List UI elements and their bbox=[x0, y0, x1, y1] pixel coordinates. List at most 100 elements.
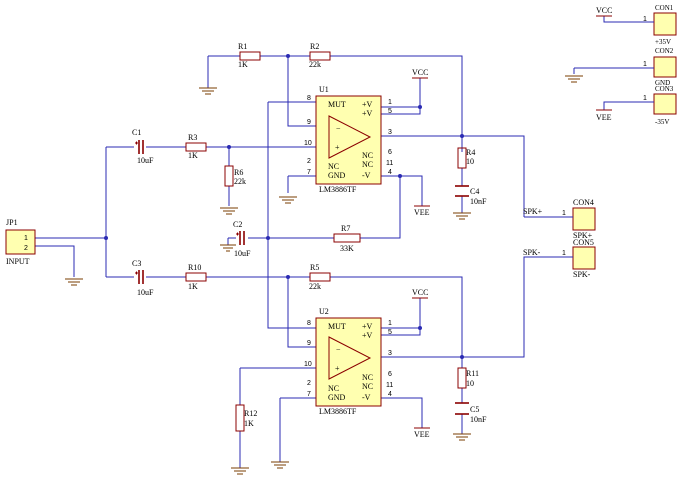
r7-ref: R7 bbox=[341, 224, 350, 233]
ground-icon bbox=[452, 433, 472, 441]
pin-number: 7 bbox=[307, 391, 311, 398]
con2-body bbox=[653, 56, 677, 78]
r6-ref: R6 bbox=[234, 168, 243, 177]
net-vcc: VCC bbox=[412, 68, 428, 77]
pin-label-nc: NC bbox=[362, 373, 373, 382]
r1-ref: R1 bbox=[238, 42, 247, 51]
u1-chip: MUT +V +V − + NC NC -V NC GND 8 9 10 2 7… bbox=[304, 95, 393, 185]
pin-number: 2 bbox=[307, 158, 311, 165]
u1-ref: U1 bbox=[319, 85, 329, 94]
ground-icon bbox=[230, 467, 250, 475]
r5-ref: R5 bbox=[310, 263, 319, 272]
net-vee: VEE bbox=[414, 208, 430, 217]
net-spk-neg: SPK- bbox=[523, 248, 541, 257]
power-symbols bbox=[412, 15, 612, 429]
pin-label-nc: NC bbox=[362, 382, 373, 391]
pin-number: 8 bbox=[307, 95, 311, 102]
capacitor-bodies bbox=[135, 140, 469, 415]
pin-number: 11 bbox=[386, 160, 393, 167]
r3-body bbox=[185, 142, 207, 152]
r12-value: 1K bbox=[244, 419, 254, 428]
c1-ref: C1 bbox=[132, 128, 141, 137]
r6-value: 22k bbox=[234, 177, 246, 186]
pin-label-vplus: +V bbox=[362, 109, 373, 118]
con5-value: SPK- bbox=[573, 270, 591, 279]
r10-body bbox=[185, 272, 207, 282]
pin-number: 11 bbox=[386, 382, 393, 389]
r12-ref: R12 bbox=[244, 409, 257, 418]
con5-ref: CON5 bbox=[573, 238, 594, 247]
pin-number: 6 bbox=[388, 371, 392, 378]
r12-body bbox=[235, 404, 245, 432]
jp1-body bbox=[5, 229, 36, 255]
con1-value: +35V bbox=[655, 38, 671, 46]
r1-value: 1K bbox=[238, 60, 248, 69]
r2-value: 22k bbox=[309, 60, 321, 69]
pin-label-vplus: +V bbox=[362, 100, 373, 109]
pin-label-vminus: -V bbox=[362, 393, 371, 402]
pin-number: 10 bbox=[304, 140, 312, 147]
r10-ref: R10 bbox=[188, 263, 201, 272]
pin-label-nc: NC bbox=[328, 384, 339, 393]
c3-ref: C3 bbox=[132, 259, 141, 268]
r4-value: 10 bbox=[466, 157, 474, 166]
pin-number: 9 bbox=[307, 340, 311, 347]
pin-number: 1 bbox=[643, 95, 647, 102]
r4-body bbox=[457, 147, 467, 169]
r7-body bbox=[333, 233, 361, 243]
r3-value: 1K bbox=[188, 151, 198, 160]
pin-number: 2 bbox=[24, 245, 28, 252]
jp1-value: INPUT bbox=[6, 257, 30, 266]
r2-ref: R2 bbox=[310, 42, 319, 51]
net-vee: VEE bbox=[596, 113, 612, 122]
pin-number: 1 bbox=[562, 250, 566, 257]
wires bbox=[35, 16, 646, 468]
con4-ref: CON4 bbox=[573, 198, 594, 207]
c4-value: 10nF bbox=[470, 197, 487, 206]
pin-number: 1 bbox=[562, 210, 566, 217]
pin-number: 2 bbox=[307, 380, 311, 387]
pin-number: 5 bbox=[388, 329, 392, 336]
jp1-ref: JP1 bbox=[6, 218, 18, 227]
pin-label-mut: MUT bbox=[328, 100, 346, 109]
pin-label-vplus: +V bbox=[362, 331, 373, 340]
pin-label-nc: NC bbox=[362, 160, 373, 169]
pin-number: 4 bbox=[388, 391, 392, 398]
c5-ref: C5 bbox=[470, 405, 479, 414]
con3-value: -35V bbox=[655, 118, 669, 126]
r5-body bbox=[309, 272, 331, 282]
r11-value: 10 bbox=[466, 379, 474, 388]
c1-value: 10uF bbox=[137, 156, 154, 165]
con3-body bbox=[653, 93, 677, 115]
con4-body bbox=[572, 207, 596, 231]
pin-number: 1 bbox=[388, 99, 392, 106]
ground-icon bbox=[452, 212, 472, 220]
connectors: 1 2 1 1 1 1 1 bbox=[5, 12, 677, 270]
r10-value: 1K bbox=[188, 282, 198, 291]
c3-value: 10uF bbox=[137, 288, 154, 297]
r11-body bbox=[457, 367, 467, 389]
pin-number: 3 bbox=[388, 129, 392, 136]
pin-number: 3 bbox=[388, 350, 392, 357]
net-vcc: VCC bbox=[596, 6, 612, 15]
u1-part: LM3886TF bbox=[319, 185, 357, 194]
con2-value: GND bbox=[655, 79, 670, 87]
r5-value: 22k bbox=[309, 282, 321, 291]
pin-number: 7 bbox=[307, 169, 311, 176]
ground-icon bbox=[278, 196, 298, 204]
c2-value: 10uF bbox=[234, 249, 251, 258]
pin-number: 8 bbox=[307, 320, 311, 327]
r11-ref: R11 bbox=[466, 369, 479, 378]
u2-chip: MUT +V +V − + NC NC -V NC GND 8 9 10 2 7… bbox=[304, 317, 393, 407]
pin-label-plus: + bbox=[335, 364, 340, 373]
r3-ref: R3 bbox=[188, 133, 197, 142]
c4-ref: C4 bbox=[470, 187, 479, 196]
pin-number: 6 bbox=[388, 149, 392, 156]
pin-label-minus: − bbox=[336, 124, 341, 133]
con5-body bbox=[572, 246, 596, 270]
pin-label-vminus: -V bbox=[362, 171, 371, 180]
pin-number: 10 bbox=[304, 361, 312, 368]
pin-label-gnd: GND bbox=[328, 393, 346, 402]
component-labels: R1 1K R2 22k R3 1K R6 22k R4 10 R7 33K R… bbox=[6, 4, 674, 428]
